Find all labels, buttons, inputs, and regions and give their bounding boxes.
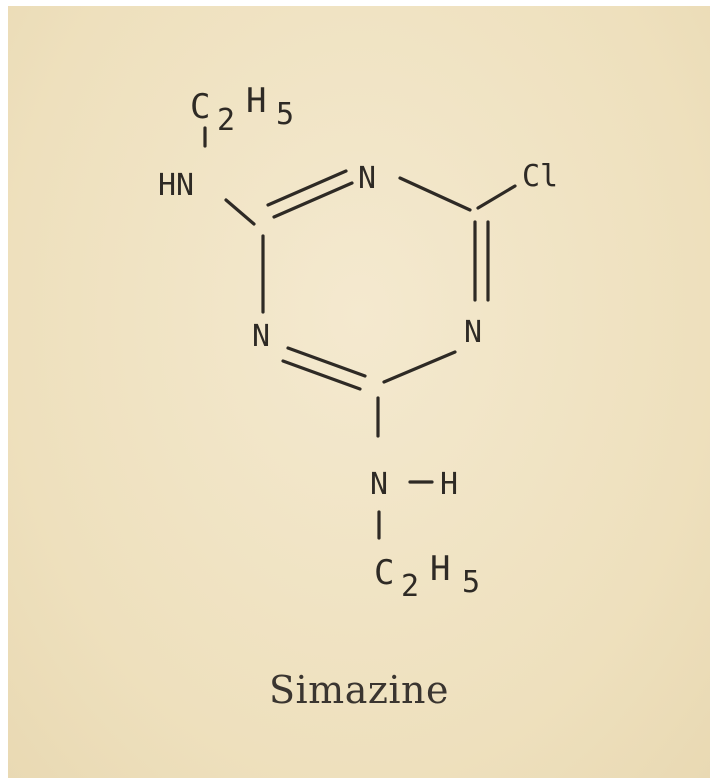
- bond-c3-n-left-a: [286, 346, 367, 378]
- bottom-amine-n: N: [370, 467, 388, 502]
- bonds: [203, 126, 517, 540]
- bond-c3-n-left-b: [281, 359, 362, 391]
- ethyl-bottom-h: H: [430, 549, 450, 589]
- ring-n-top: N: [358, 161, 376, 196]
- paper-background: [8, 6, 710, 778]
- ethyl-bottom-c: C: [374, 553, 394, 593]
- ethyl-top-h: H: [246, 81, 266, 121]
- ethyl-top-c: C: [190, 87, 210, 127]
- bond-c1-hn: [224, 198, 256, 226]
- ethyl-top-c-count: 2: [217, 103, 235, 138]
- left-amine: HN: [158, 168, 194, 203]
- ethyl-bottom-h-count: 5: [462, 565, 480, 600]
- atoms: C 2 H 5 HN N Cl N N N H C 2 H 5: [158, 81, 558, 604]
- ethyl-top-h-count: 5: [276, 97, 294, 132]
- bond-n-right-c3: [382, 350, 457, 384]
- bond-c2-cl: [476, 184, 517, 210]
- bond-n-top-c2: [398, 176, 472, 212]
- bond-c1-n-top-a: [266, 169, 348, 207]
- chlorine: Cl: [522, 159, 558, 194]
- ring-n-right: N: [464, 315, 482, 350]
- ring-n-left: N: [252, 319, 270, 354]
- compound-name-caption: Simazine: [268, 668, 449, 712]
- bond-c1-n-top-b: [272, 181, 354, 219]
- ethyl-bottom-c-count: 2: [401, 569, 419, 604]
- bottom-amine-h: H: [440, 467, 458, 502]
